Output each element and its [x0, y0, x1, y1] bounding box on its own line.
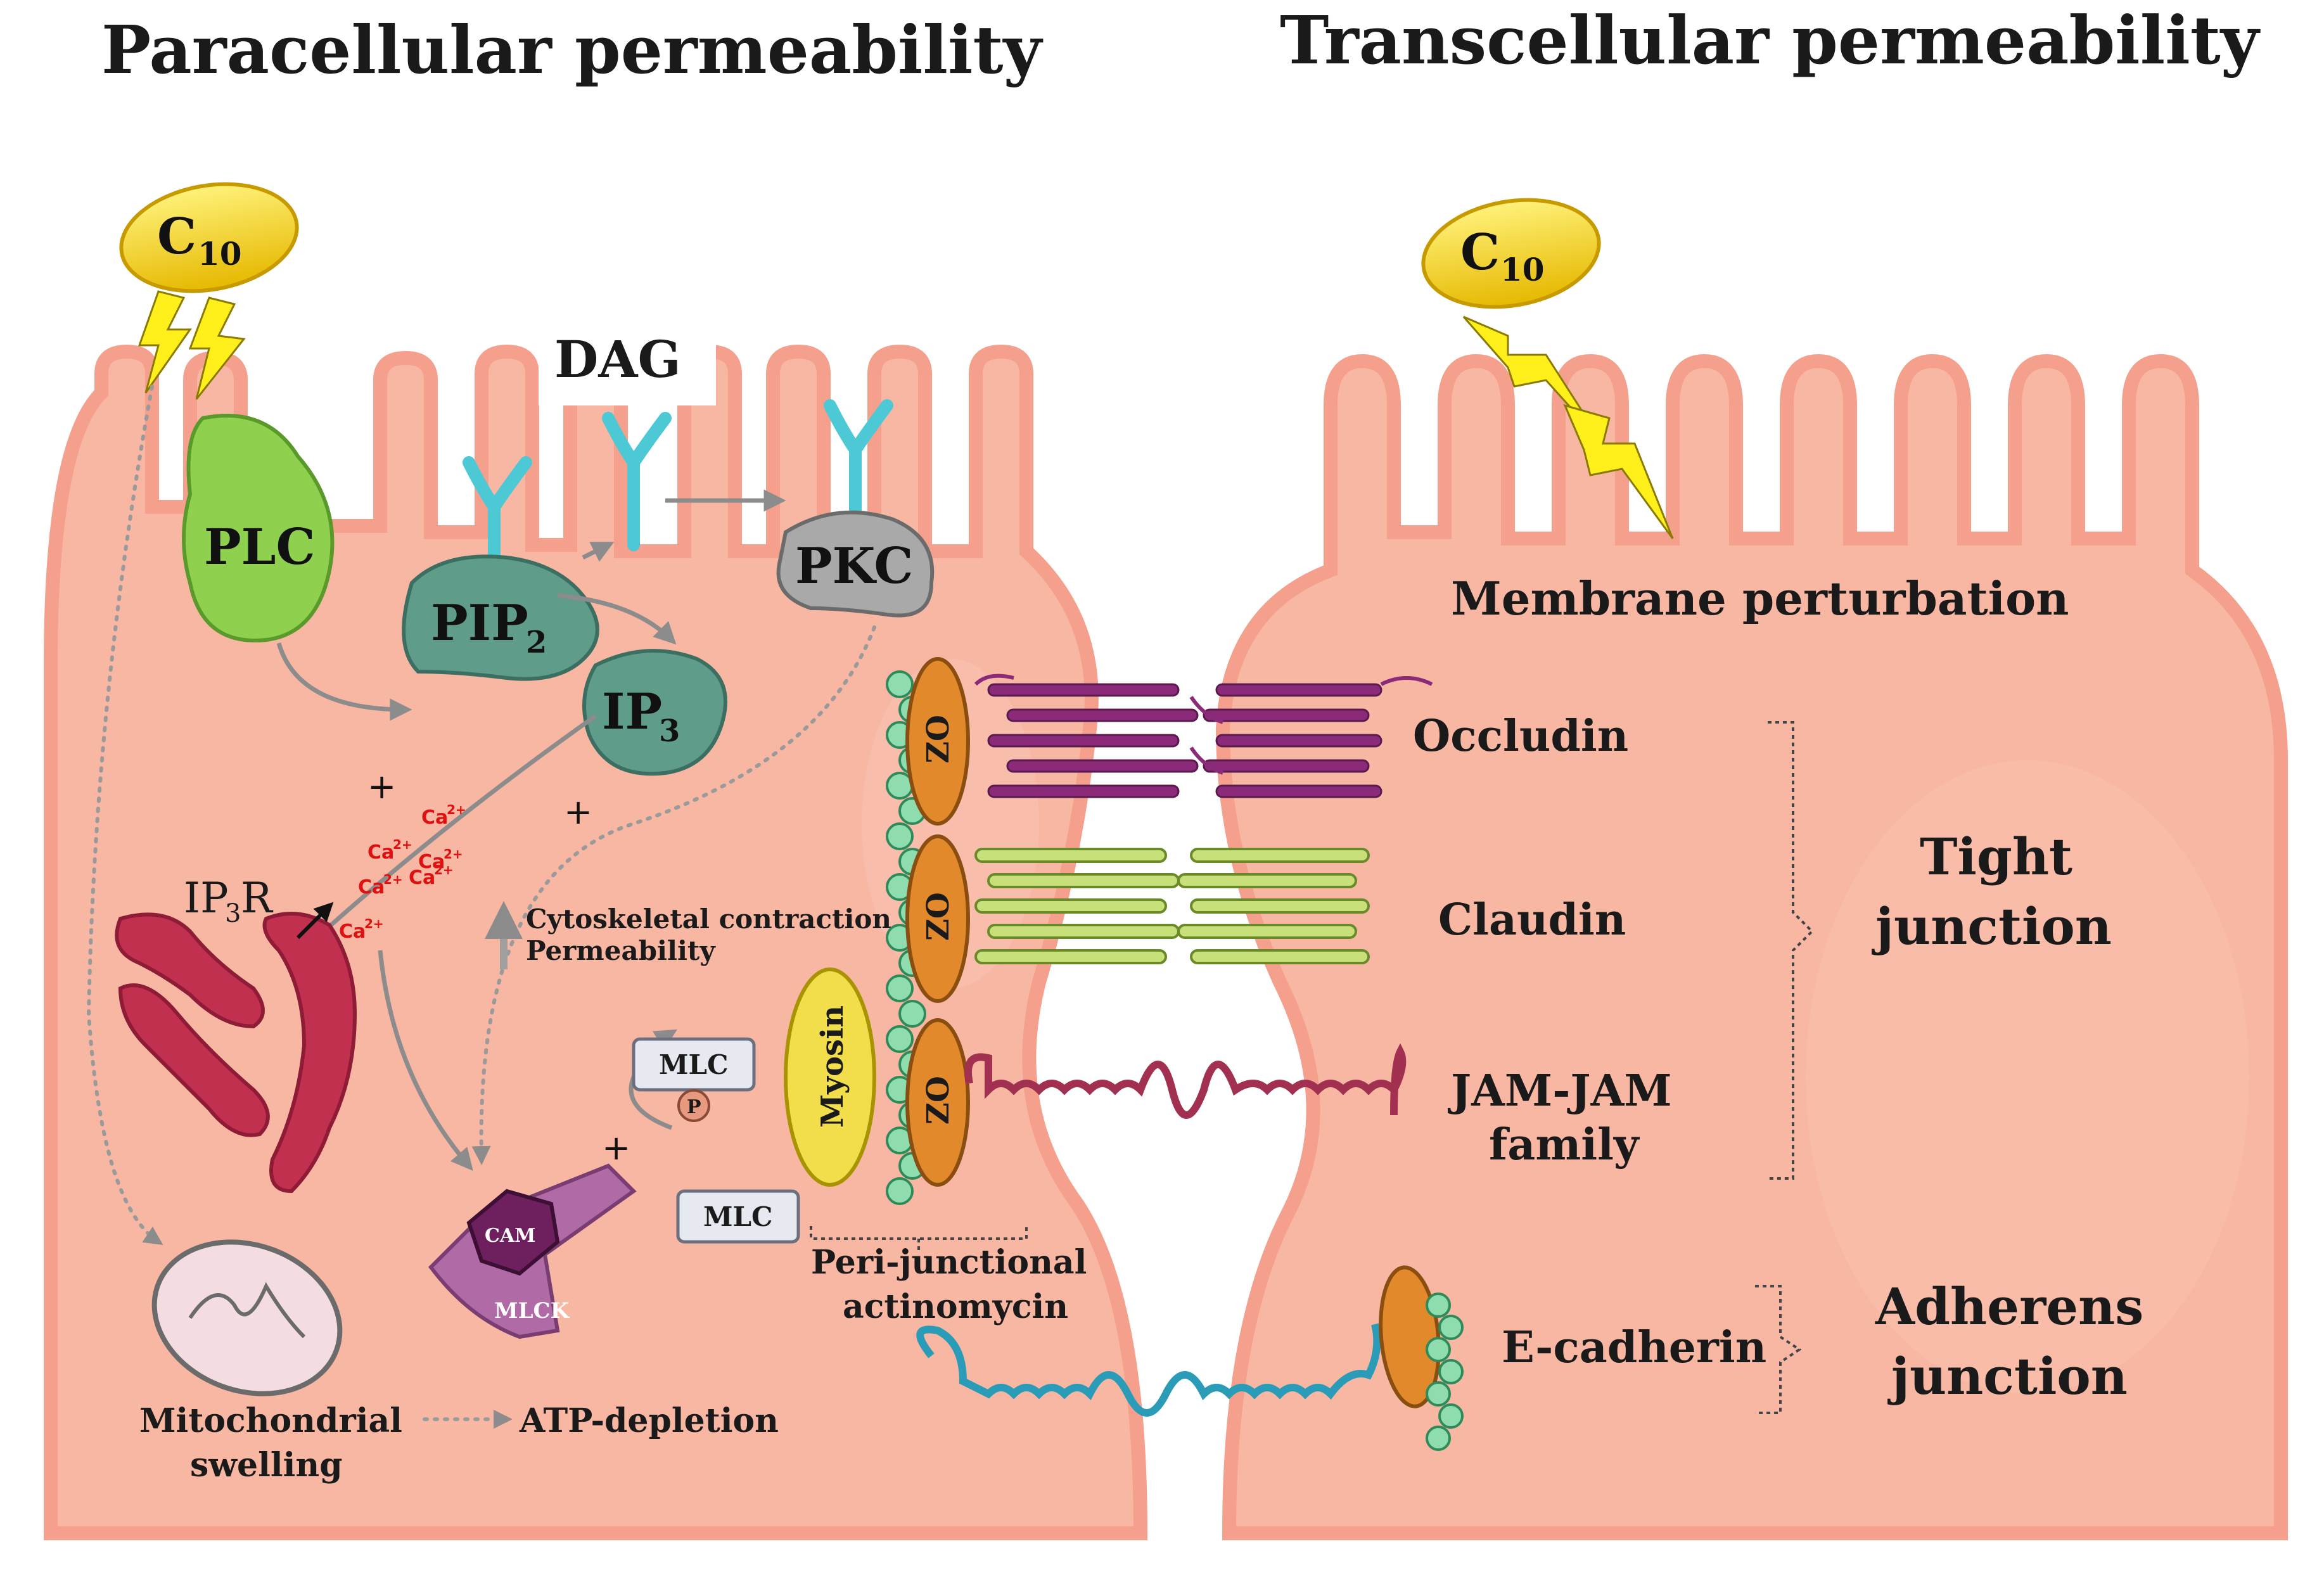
svg-text:Ca: Ca — [421, 807, 448, 829]
permeability-label: Permeability — [526, 935, 716, 966]
jam-label: JAM-JAM — [1448, 1066, 1672, 1116]
occludin-label: Occludin — [1413, 711, 1628, 762]
endoplasmic-reticulum — [115, 912, 357, 1194]
calcium-ions: Ca2+ Ca2+ Ca2+ Ca2+ Ca2+ Ca2+ — [339, 802, 466, 943]
ecadherin-zo — [1379, 1265, 1441, 1408]
arrow-ca-cam — [378, 950, 473, 1171]
ca-release-arrow — [296, 902, 334, 940]
ecadherin-label: E-cadherin — [1502, 1322, 1766, 1373]
zo-protein-1: ZO — [905, 657, 970, 826]
jam-coil — [964, 1043, 1407, 1119]
mlc-top-label: MLC — [659, 1049, 728, 1080]
svg-text:Ca: Ca — [358, 876, 385, 898]
cytoskeletal-contraction-label: Cytoskeletal contraction — [526, 903, 891, 935]
svg-text:Ca: Ca — [367, 841, 394, 864]
svg-text:R: R — [241, 874, 274, 922]
plc-enzyme: PLC — [182, 414, 335, 642]
arrow-pip2-dag — [582, 542, 615, 562]
c10-left-sub: 10 — [198, 235, 242, 272]
plus-sign: + — [602, 1128, 630, 1168]
arrow-pip2-ip3 — [557, 593, 677, 645]
svg-text:2+: 2+ — [393, 837, 412, 852]
actin-filament — [1426, 1293, 1464, 1451]
svg-text:3: 3 — [225, 899, 241, 928]
actinomycin-label: actinomycin — [843, 1287, 1068, 1326]
svg-text:2+: 2+ — [364, 916, 384, 931]
mitochondrial-label: Mitochondrial — [139, 1401, 402, 1440]
tight-junction-bracket — [1768, 721, 1814, 1180]
c10-left-label: C — [157, 208, 196, 265]
mitochondrion — [151, 1239, 343, 1396]
tight-label: Tight — [1920, 827, 2072, 886]
dag-label: DAG — [554, 329, 681, 389]
cam-label: CAM — [485, 1225, 535, 1247]
myosin: Myosin — [784, 967, 876, 1187]
svg-text:Ca: Ca — [339, 921, 366, 943]
pip2-sub: 2 — [526, 625, 547, 660]
svg-text:2+: 2+ — [434, 862, 454, 878]
phosphate-label: P — [687, 1096, 701, 1118]
c10-right-sub: 10 — [1500, 251, 1545, 288]
claudin-strands — [974, 848, 1370, 964]
c10-left: C 10 — [119, 182, 299, 293]
zo-label-3: ZO — [921, 1076, 956, 1125]
svg-text:2+: 2+ — [383, 872, 403, 887]
receptor-icon — [463, 456, 532, 564]
right-cell — [1215, 354, 2288, 1540]
ecadherin-strand — [916, 1323, 1381, 1417]
zo-label-1: ZO — [921, 715, 956, 763]
zo-label-2: ZO — [921, 892, 956, 941]
junction-label: junction — [1872, 897, 2112, 956]
lightning-icon — [188, 297, 246, 400]
arrow-pkc-cam — [471, 625, 876, 1165]
plc-label: PLC — [204, 518, 316, 576]
ip3r-label: IP 3 R — [184, 874, 274, 928]
mlc-top: MLC P — [632, 1037, 756, 1122]
plus-sign: + — [367, 767, 396, 807]
zo-protein-3: ZO — [905, 1018, 970, 1187]
pip2-molecule: PIP 2 — [402, 554, 599, 681]
swelling-label: swelling — [190, 1446, 343, 1484]
adherens-label: Adherens — [1875, 1277, 2143, 1336]
ip3-label: IP — [602, 683, 662, 741]
membrane-perturbation-label: Membrane perturbation — [1451, 571, 2069, 625]
plus-sign: + — [564, 792, 592, 832]
svg-text:Ca: Ca — [418, 851, 445, 873]
ip3-sub: 3 — [659, 713, 680, 749]
svg-text:IP: IP — [184, 874, 228, 922]
title-paracellular: Paracellular permeability — [101, 11, 1044, 89]
peri-junctional-label: Peri-junctional — [811, 1243, 1087, 1282]
c10-right-label: C — [1460, 224, 1500, 281]
adherens-junction-bracket — [1755, 1285, 1802, 1414]
atp-depletion-label: ATP-depletion — [519, 1401, 779, 1440]
dag-label-bg — [539, 336, 716, 405]
arrow-ip3-ip3r — [312, 714, 597, 943]
title-transcellular: Transcellular permeability — [1280, 1, 2261, 79]
myosin-label: Myosin — [815, 1005, 850, 1128]
lightning-icon — [137, 290, 192, 393]
mlc-bottom-label: MLC — [703, 1201, 772, 1232]
zo-protein-2: ZO — [905, 834, 970, 1003]
arrow-c10-mito — [86, 385, 163, 1246]
receptor-icon — [602, 412, 672, 551]
svg-text:2+: 2+ — [447, 802, 466, 817]
svg-text:Ca: Ca — [409, 867, 435, 889]
peri-bracket — [810, 1226, 1028, 1251]
arrow-plc-pip2 — [276, 642, 412, 721]
mlc-bottom: MLC — [676, 1189, 800, 1244]
occludin-strands — [974, 674, 1433, 798]
ip3-molecule: IP 3 — [582, 649, 727, 776]
pkc-label: PKC — [795, 537, 913, 595]
adherens-junction-label: junction — [1887, 1346, 2128, 1406]
family-label: family — [1489, 1120, 1640, 1170]
mlck-label: MLCK — [494, 1298, 570, 1324]
svg-text:2+: 2+ — [444, 846, 463, 862]
pkc-molecule: PKC — [776, 510, 935, 618]
lightning-icon — [1563, 404, 1674, 539]
cam-mlck-complex: CAM MLCK — [428, 1163, 637, 1339]
c10-right: C 10 — [1421, 198, 1601, 309]
claudin-label: Claudin — [1438, 895, 1626, 945]
pip2-label: PIP — [431, 594, 528, 652]
